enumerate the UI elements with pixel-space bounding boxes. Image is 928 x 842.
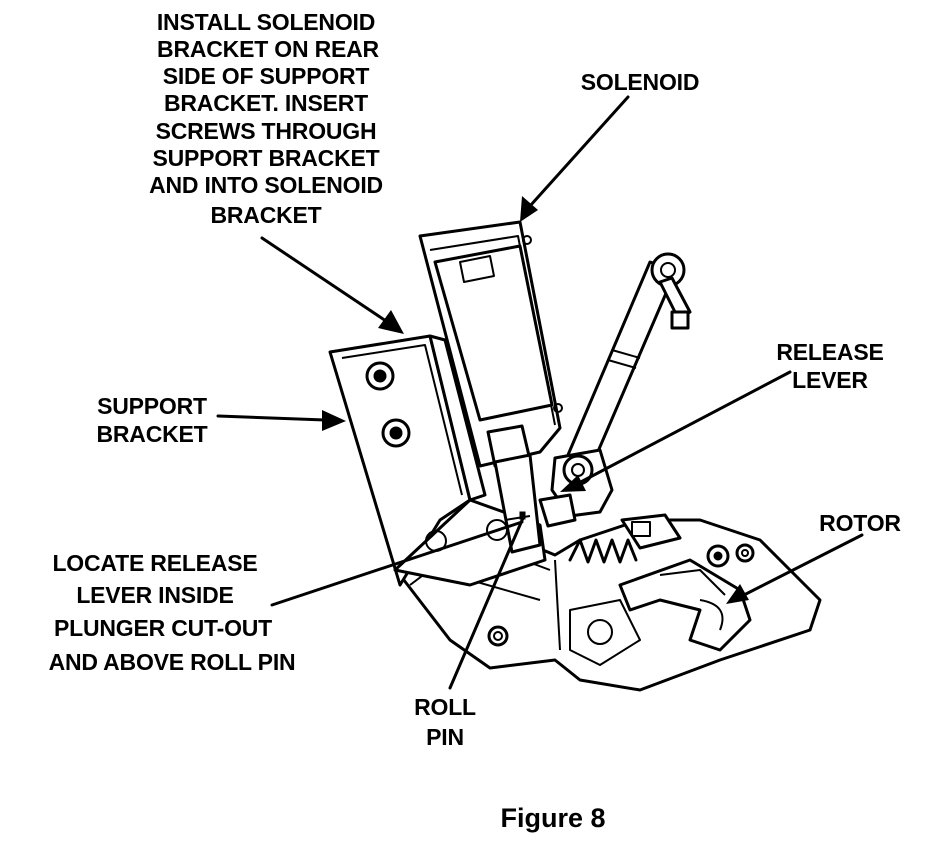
callout-roll-pin: ROLL PIN: [414, 694, 476, 750]
locate-note-line-1: LOCATE RELEASE: [52, 550, 257, 576]
callout-locate-note: LOCATE RELEASE LEVER INSIDE PLUNGER CUT-…: [49, 550, 296, 675]
callout-release-lever: RELEASE LEVER: [776, 339, 883, 393]
install-note-line-2: BRACKET ON REAR: [157, 36, 379, 62]
solenoid: [418, 220, 563, 468]
latch-drawing: [328, 220, 822, 692]
locate-note-line-4: AND ABOVE ROLL PIN: [49, 649, 296, 675]
plunger: [493, 453, 542, 554]
locate-note-line-2: LEVER INSIDE: [76, 582, 233, 608]
install-note-line-6: SUPPORT BRACKET: [152, 145, 379, 171]
rotor: [618, 513, 755, 652]
callout-solenoid: SOLENOID: [581, 69, 700, 95]
support-bracket-line-1: SUPPORT: [97, 393, 207, 419]
install-note-line-7: AND INTO SOLENOID: [149, 172, 383, 198]
locate-note-line-3: PLUNGER CUT-OUT: [54, 615, 272, 641]
release-lever-line-1: RELEASE: [776, 339, 883, 365]
install-note-line-3: SIDE OF SUPPORT: [163, 63, 370, 89]
install-note-line-8: BRACKET: [210, 202, 321, 228]
install-note-line-4: BRACKET. INSERT: [164, 90, 368, 116]
release-rod: [563, 252, 692, 472]
callout-install-note: INSTALL SOLENOID BRACKET ON REAR SIDE OF…: [149, 9, 383, 228]
release-lever-line-2: LEVER: [792, 367, 868, 393]
roll-pin-line-1: ROLL: [414, 694, 476, 720]
install-note-line-1: INSTALL SOLENOID: [157, 9, 375, 35]
leader-lines: [216, 95, 864, 690]
spring: [568, 538, 638, 564]
install-note-line-5: SCREWS THROUGH: [156, 118, 377, 144]
roll-pin-line-2: PIN: [426, 724, 464, 750]
callout-rotor: ROTOR: [819, 510, 901, 536]
callout-support-bracket: SUPPORT BRACKET: [96, 393, 207, 447]
figure-caption: Figure 8: [500, 803, 605, 833]
support-bracket-line-2: BRACKET: [96, 421, 207, 447]
